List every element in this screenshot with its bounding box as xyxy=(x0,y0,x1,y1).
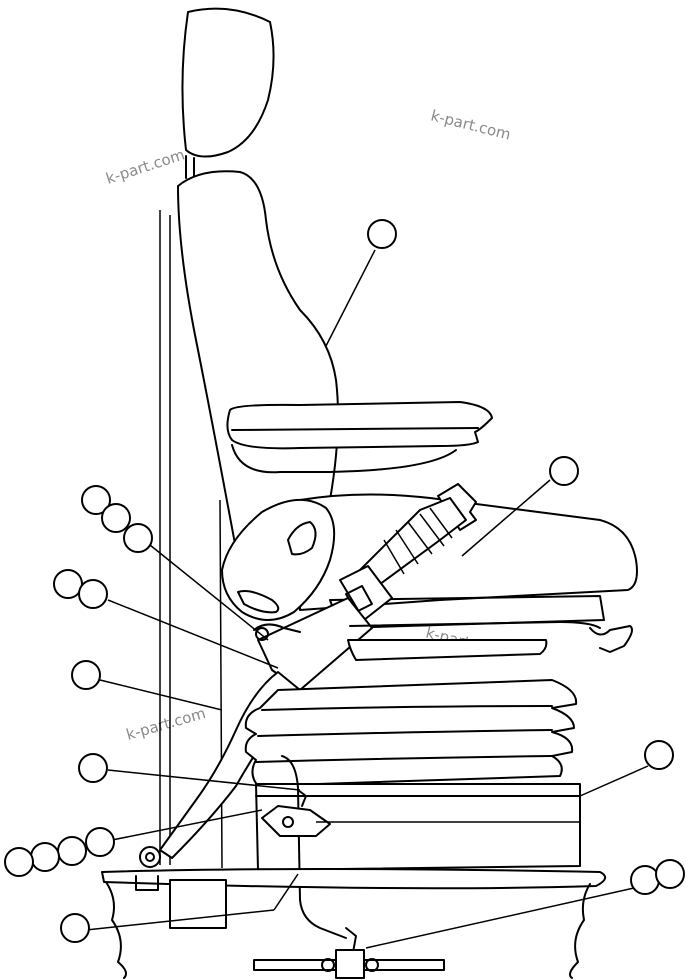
leader-lines xyxy=(85,249,649,949)
backrest xyxy=(177,170,339,561)
suspension-bellows xyxy=(244,639,578,787)
base-box xyxy=(255,783,581,871)
air-valve xyxy=(261,755,347,939)
headrest xyxy=(181,7,275,179)
callout-c9 xyxy=(78,753,108,783)
watermark-1: k-part.com xyxy=(104,145,187,187)
callout-c14 xyxy=(4,847,34,877)
watermark-4: k-part.com xyxy=(124,704,207,744)
slide-rails xyxy=(253,621,633,653)
cab-wall xyxy=(159,210,223,869)
callout-c1 xyxy=(367,219,397,249)
callout-c7 xyxy=(78,579,108,609)
callouts xyxy=(4,219,685,943)
callout-c3 xyxy=(81,485,111,515)
callout-c13 xyxy=(30,842,60,872)
side-lever-plate xyxy=(221,498,336,621)
callout-c11 xyxy=(85,827,115,857)
callout-c2 xyxy=(549,456,579,486)
watermark-2: k-part.com xyxy=(429,106,513,143)
callout-c6 xyxy=(53,569,83,599)
callout-c17 xyxy=(60,913,90,943)
callout-c12 xyxy=(57,836,87,866)
callout-c5 xyxy=(123,523,153,553)
callout-c8 xyxy=(71,660,101,690)
callout-c15 xyxy=(630,865,660,895)
callout-c4 xyxy=(101,503,131,533)
pipe-fitting xyxy=(253,927,445,979)
armrest xyxy=(226,401,493,474)
callout-c16 xyxy=(655,859,685,889)
callout-c10 xyxy=(644,740,674,770)
